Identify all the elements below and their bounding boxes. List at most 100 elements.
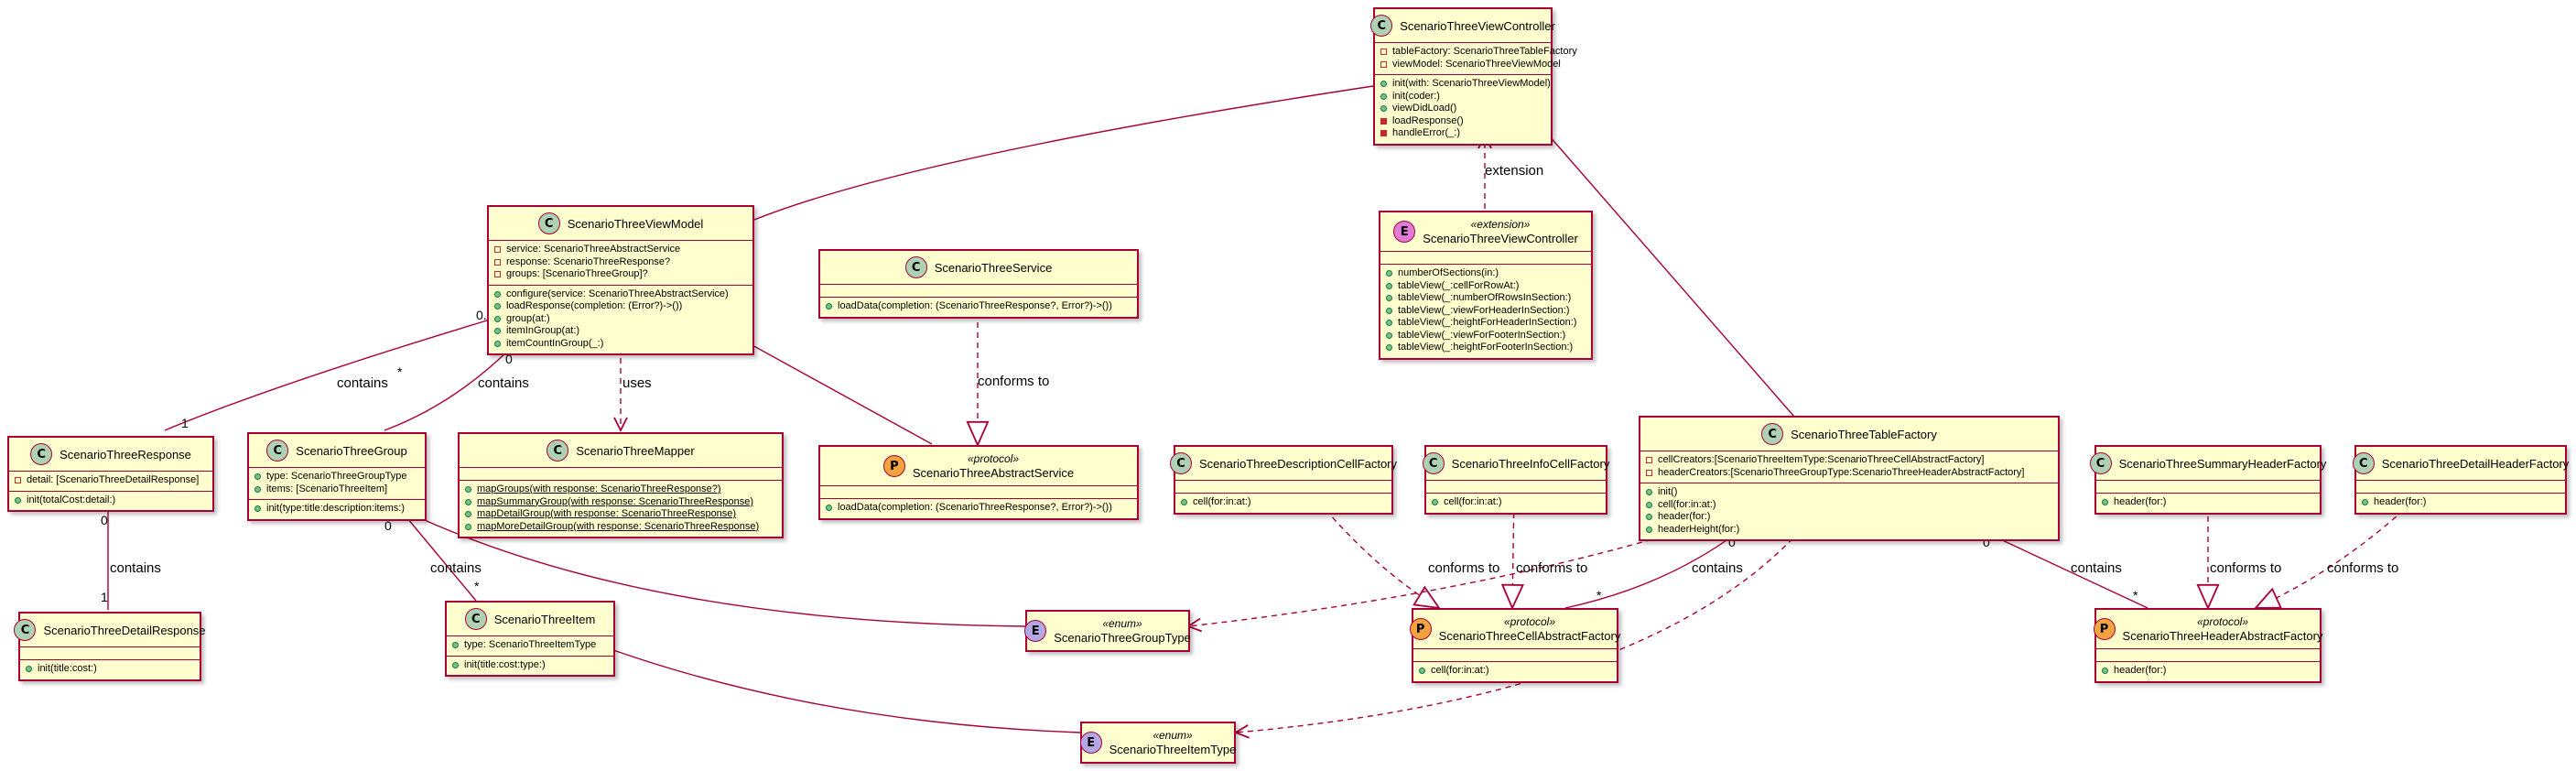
field-row[interactable]: type: ScenarioThreeItemType	[452, 639, 608, 652]
protocol-scenario-three-header-abstract-factory[interactable]: P«protocol»ScenarioThreeHeaderAbstractFa…	[2093, 608, 2322, 683]
public-visibility-icon	[2102, 499, 2108, 506]
edge-grp-gtype	[387, 502, 1026, 627]
method-row[interactable]: header(for:)	[2102, 665, 2314, 678]
method-row[interactable]: loadResponse(completion: (Error?)->())	[494, 300, 747, 313]
method-row[interactable]: tableView(_:heightForHeaderInSection:)	[1386, 317, 1586, 330]
public-visibility-icon	[1386, 331, 1392, 339]
class-badge-icon: C	[537, 212, 560, 234]
method-row[interactable]: init(title:cost:)	[26, 663, 194, 676]
method-row[interactable]: init(totalCost:detail:)	[15, 494, 207, 507]
method-row[interactable]: numberOfSections(in:)	[1386, 267, 1586, 280]
protocol-scenario-three-cell-abstract-factory[interactable]: P«protocol»ScenarioThreeCellAbstractFact…	[1409, 608, 1620, 683]
method-row[interactable]: mapSummaryGroup(with response: ScenarioT…	[465, 496, 776, 509]
method-row[interactable]: itemCountInGroup(_:)	[494, 338, 747, 351]
method-row[interactable]: itemInGroup(at:)	[494, 325, 747, 338]
method-row[interactable]: header(for:)	[2362, 496, 2560, 509]
field-text: type: ScenarioThreeItemType	[464, 639, 597, 650]
public-visibility-icon	[826, 505, 832, 512]
field-row[interactable]: type: ScenarioThreeGroupType	[254, 471, 419, 483]
field-row[interactable]: service: ScenarioThreeAbstractService	[494, 244, 747, 256]
method-row[interactable]: header(for:)	[1646, 511, 2052, 524]
label-contains-item: contains	[430, 560, 482, 576]
field-row[interactable]: tableFactory: ScenarioThreeTableFactory	[1380, 46, 1577, 59]
method-text: mapMoreDetailGroup(with response: Scenar…	[477, 520, 760, 532]
public-visibility-icon	[1380, 105, 1387, 113]
enum-scenario-three-item-type[interactable]: E«enum»ScenarioThreeItemType	[1079, 722, 1236, 764]
class-header: P«protocol»ScenarioThreeCellAbstractFact…	[1409, 610, 1620, 648]
method-text: tableView(_:cellForRowAt:)	[1398, 279, 1520, 291]
public-visibility-icon	[254, 505, 261, 513]
class-name: ScenarioThreeDescriptionCellFactory	[1198, 456, 1398, 471]
method-text: headerHeight(for:)	[1658, 523, 1740, 535]
fields-section	[460, 467, 782, 480]
method-row[interactable]: group(at:)	[494, 313, 747, 326]
method-row[interactable]: headerHeight(for:)	[1646, 524, 2052, 537]
method-row[interactable]: init(type:title:description:items:)	[254, 503, 419, 516]
method-row[interactable]: tableView(_:viewForFooterInSection:)	[1386, 330, 1586, 342]
method-row[interactable]: tableView(_:cellForRowAt:)	[1386, 280, 1586, 293]
method-row[interactable]: header(for:)	[2102, 496, 2314, 509]
method-row[interactable]: mapGroups(with response: ScenarioThreeRe…	[465, 483, 776, 496]
field-row[interactable]: viewModel: ScenarioThreeViewModel	[1380, 59, 1561, 71]
fields-section: detail: [ScenarioThreeDetailResponse]	[9, 471, 212, 491]
method-row[interactable]: tableView(_:viewForHeaderInSection:)	[1386, 305, 1586, 318]
method-row[interactable]: loadResponse()	[1380, 115, 1545, 128]
field-text: type: ScenarioThreeGroupType	[266, 471, 407, 482]
method-text: itemCountInGroup(_:)	[506, 337, 604, 349]
field-row[interactable]: groups: [ScenarioThreeGroup]?	[494, 268, 747, 281]
label-conforms-deth: conforms to	[2327, 560, 2399, 576]
method-row[interactable]: init(coder:)	[1380, 91, 1545, 103]
field-row[interactable]: items: [ScenarioThreeItem]	[254, 483, 419, 496]
field-row[interactable]: headerCreators:[ScenarioThreeGroupType:S…	[1646, 467, 2052, 480]
method-row[interactable]: tableView(_:numberOfRowsInSection:)	[1386, 292, 1586, 305]
public-visibility-icon	[1386, 344, 1392, 352]
method-row[interactable]: loadData(completion: (ScenarioThreeRespo…	[826, 502, 1131, 515]
enum-scenario-three-group-type[interactable]: E«enum»ScenarioThreeGroupType	[1024, 610, 1191, 652]
method-row[interactable]: configure(service: ScenarioThreeAbstract…	[494, 288, 747, 301]
method-row[interactable]: handleError(_:)	[1380, 127, 1545, 140]
public-visibility-icon	[826, 303, 832, 310]
label-contains-resp: contains	[337, 375, 388, 391]
method-row[interactable]: mapDetailGroup(with response: ScenarioTh…	[465, 508, 776, 521]
method-row[interactable]: cell(for:in:at:)	[1419, 665, 1611, 678]
method-text: group(at:)	[506, 312, 550, 324]
public-visibility-icon	[494, 315, 501, 322]
methods-section: init(title:cost:type:)	[447, 655, 613, 676]
method-row[interactable]: cell(for:in:at:)	[1181, 496, 1386, 509]
method-row[interactable]: init(with: ScenarioThreeViewModel)	[1380, 78, 1551, 91]
method-row[interactable]: viewDidLoad()	[1380, 103, 1545, 115]
method-text: cell(for:in:at:)	[1431, 665, 1489, 676]
edge-vm-asvc	[733, 334, 933, 445]
protocol-badge-icon: P	[1409, 618, 1432, 640]
class-header: E«enum»ScenarioThreeItemType	[1079, 723, 1236, 762]
method-row[interactable]: init()	[1646, 486, 2052, 499]
field-row[interactable]: response: ScenarioThreeResponse?	[494, 256, 747, 269]
field-row[interactable]: detail: [ScenarioThreeDetailResponse]	[15, 474, 207, 487]
method-row[interactable]: init(title:cost:type:)	[452, 659, 608, 672]
field-text: viewModel: ScenarioThreeViewModel	[1392, 58, 1561, 70]
field-row[interactable]: cellCreators:[ScenarioThreeItemType:Scen…	[1646, 454, 2052, 467]
method-row[interactable]: tableView(_:heightForFooterInSection:)	[1386, 342, 1586, 354]
method-row[interactable]: loadData(completion: (ScenarioThreeRespo…	[826, 300, 1131, 313]
method-row[interactable]: cell(for:in:at:)	[1432, 496, 1600, 509]
method-row[interactable]: mapMoreDetailGroup(with response: Scenar…	[465, 521, 776, 534]
method-row[interactable]: cell(for:in:at:)	[1646, 499, 2052, 512]
